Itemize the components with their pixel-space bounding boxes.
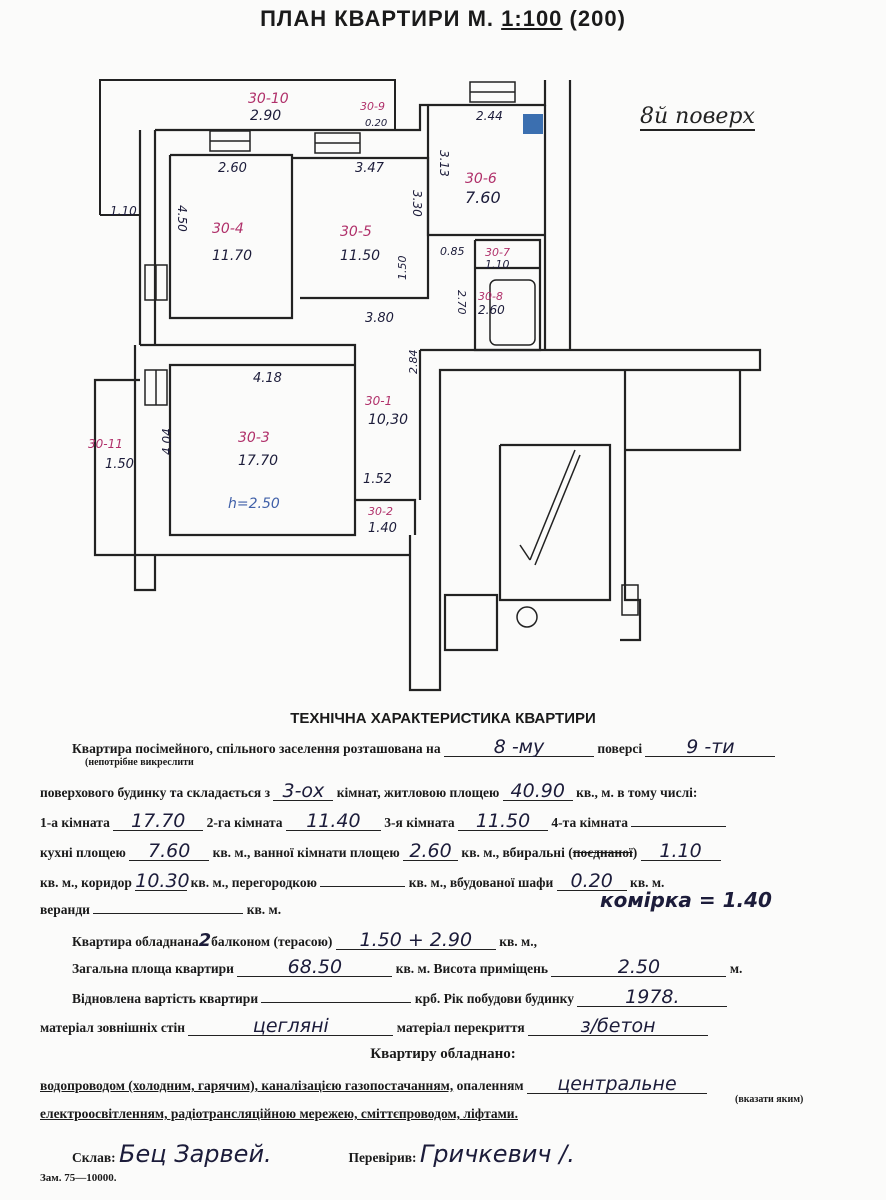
- room-area: 11.50: [340, 248, 380, 264]
- dimension: 2.44: [476, 109, 503, 123]
- form-line-balcony: Квартира обладнана2балконом (терасою) 1.…: [72, 929, 537, 951]
- form-line-total: Загальна площа квартири 68.50 кв. м. Вис…: [72, 956, 743, 978]
- dimension: 2.60: [218, 161, 247, 176]
- heating-field: центральне: [527, 1075, 707, 1094]
- dimension: 4.18: [253, 371, 282, 386]
- footer-order: Зам. 75—10000.: [40, 1172, 117, 1184]
- floor-note: 8й поверх: [640, 104, 755, 131]
- room3-field: 11.50: [458, 812, 549, 831]
- living-area-field: 40.90: [502, 782, 573, 801]
- room-area: 1.50: [105, 457, 134, 472]
- form-line-room-areas: 1-а кімната 17.70 2-га кімната 11.40 3-я…: [40, 812, 886, 831]
- dimension: 1.50: [396, 256, 409, 281]
- walls: [93, 80, 762, 692]
- room-area: 2.60: [478, 303, 505, 317]
- staircase: [516, 449, 581, 628]
- balcony-area-field: 1.50 + 2.90: [335, 931, 496, 950]
- room-code: 30-5: [340, 224, 372, 240]
- veranda-field: [93, 913, 244, 914]
- floor-plan: 30-4 11.70 30-5 11.50 30-6 7.60 30-7 1.1…: [88, 79, 762, 692]
- year-field: 1978.: [577, 988, 728, 1007]
- room-code: 30-8: [478, 290, 503, 303]
- dimension: 2.70: [455, 290, 468, 315]
- dimension: 3.80: [365, 311, 394, 326]
- compiled-signature: Бец Зарвей.: [119, 1140, 272, 1168]
- room-area: 2.90: [250, 108, 281, 124]
- kitchen-field: 7.60: [129, 842, 210, 861]
- form-line-rooms: поверхового будинку та складається з 3-о…: [40, 780, 698, 802]
- room-code: 30-1: [365, 394, 392, 408]
- partition-field: [320, 886, 406, 887]
- form-line-equipment: водопроводом (холодним, гарячим), каналі…: [40, 1075, 886, 1094]
- walls-field: цегляні: [188, 1017, 394, 1036]
- dimension: 0.85: [440, 245, 465, 258]
- room-area: 1.40: [368, 521, 397, 536]
- scale: 1:100: [501, 6, 563, 31]
- form-heading: ТЕХНІЧНА ХАРАКТЕРИСТИКА КВАРТИРИ: [290, 710, 596, 727]
- bathtub-icon: [489, 279, 536, 346]
- room-code: 30-6: [465, 171, 497, 187]
- equipment-heading: Квартиру обладнано:: [370, 1046, 516, 1062]
- windows: [144, 81, 639, 616]
- ceiling-field: з/бетон: [528, 1017, 709, 1036]
- room-code: 30-7: [485, 246, 510, 259]
- dimension: 4.50: [175, 205, 189, 232]
- closet-field: 0.20: [556, 872, 627, 891]
- form-line-kitchen: кухні площею 7.60 кв. м., ванної кімнати…: [40, 842, 886, 861]
- balcony-top-outline: [99, 79, 396, 215]
- heating-note: (вказати яким): [735, 1094, 804, 1105]
- room-area: 7.60: [465, 188, 501, 207]
- dimension: 3.47: [355, 161, 385, 176]
- room-area: 17.70: [238, 453, 278, 469]
- balcony-count: 2: [198, 930, 212, 951]
- dimension: 3.30: [410, 190, 424, 217]
- cost-field: [261, 1002, 412, 1003]
- form-line-corridor: кв. м., коридор 10.30 кв. м., перегородк…: [40, 870, 665, 892]
- dimension: 1.52: [363, 472, 392, 487]
- checked-signature: Гричкевич /.: [419, 1140, 575, 1168]
- form-line-utilities: електроосвітленням, радіотрансляційною м…: [40, 1106, 518, 1121]
- room-code: 30-11: [88, 437, 123, 451]
- room4-field: [631, 826, 727, 827]
- dimension: 4.04: [160, 428, 174, 455]
- dimension: 3.13: [437, 150, 451, 177]
- room-area: 10,30: [368, 412, 408, 428]
- total-area-field: 68.50: [237, 958, 393, 977]
- form-note: (непотрібне викреслити: [85, 757, 194, 768]
- corridor-field: 10.30: [135, 870, 190, 892]
- room2-field: 11.40: [285, 812, 381, 831]
- dimension: 2.84: [407, 350, 420, 375]
- room-area: 0.20: [365, 118, 387, 129]
- floor-field: 8 -му: [443, 738, 594, 757]
- room-area: 11.70: [212, 248, 252, 264]
- room-code: 30-9: [360, 100, 385, 113]
- room-code: 30-2: [368, 505, 393, 518]
- room-code: 30-3: [238, 430, 270, 446]
- form-line-veranda: веранди кв. м.: [40, 902, 282, 917]
- pantry-note: комірка = 1.40: [600, 888, 772, 912]
- toilet-field: 1.10: [640, 842, 721, 861]
- room1-field: 17.70: [113, 812, 204, 831]
- rooms-count-field: 3-ох: [273, 782, 334, 801]
- height-field: 2.50: [551, 958, 727, 977]
- room-code: 30-4: [212, 221, 244, 237]
- dimension: 1.10: [110, 204, 137, 218]
- form-line-cost: Відновлена вартість квартири крб. Рік по…: [72, 988, 886, 1007]
- signatures: Склав: Бец Зарвей. Перевірив: Гричкевич …: [72, 1140, 575, 1168]
- form-line-materials: матеріал зовнішніх стін цегляні матеріал…: [40, 1017, 886, 1036]
- stove-icon: [523, 114, 543, 134]
- form-line-location: Квартира посімейного, спільного заселенн…: [72, 738, 886, 757]
- height-note: h=2.50: [228, 496, 280, 512]
- room-code: 30-10: [248, 91, 289, 107]
- bath-field: 2.60: [403, 842, 459, 861]
- page-title: ПЛАН КВАРТИРИ М. 1:100 (200): [260, 6, 626, 31]
- floors-field: 9 -ти: [645, 738, 776, 757]
- room-area: 1.10: [485, 258, 510, 271]
